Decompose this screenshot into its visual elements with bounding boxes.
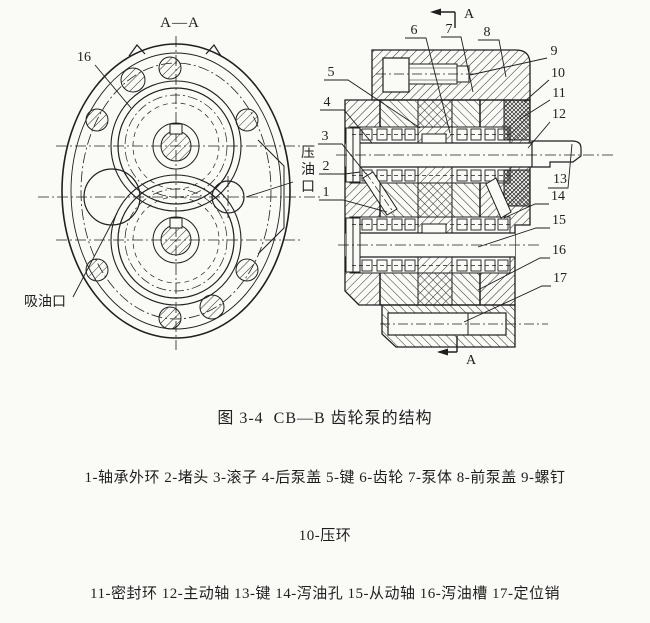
pressure-port-label: 压 油 口 [301, 146, 319, 195]
top-tab-left [128, 44, 146, 57]
part-label-10: 10 [551, 66, 565, 81]
shaft-centerlines [336, 154, 614, 246]
part-label-3: 3 [322, 129, 329, 144]
pressure-port-char: 压 [301, 146, 315, 161]
callout-16-left-view: 16 [77, 50, 91, 65]
pressure-port-hole [211, 180, 245, 214]
joint-lines [368, 99, 530, 306]
figure-title: 图 3-4 CB—B 齿轮泵的结构 [217, 410, 433, 427]
part-label-8: 8 [484, 25, 491, 40]
cover-edge-outline [70, 52, 282, 330]
part-label-15: 15 [552, 213, 566, 228]
gear-chamber-top [110, 80, 242, 212]
left-section-view: A—A 16 压 油 口 吸油口 [24, 15, 322, 350]
section-title: A—A [160, 15, 200, 31]
left-view-centerlines [38, 36, 322, 350]
drain-hole-right [485, 177, 512, 219]
pump-body-outline [61, 43, 291, 339]
gear-tooth-section [417, 99, 453, 306]
part-label-12: 12 [552, 107, 566, 122]
section-letter-top: A [464, 7, 475, 22]
section-marker-bottom: A [437, 336, 477, 368]
section-letter-bottom: A [466, 353, 477, 368]
parts-list-line-2: 10-压环 [298, 528, 352, 544]
part-label-1: 1 [323, 185, 330, 200]
gear-key-upper [421, 133, 447, 144]
left-view-leaders [72, 64, 294, 298]
parts-list-line-3: 11-密封环 12-主动轴 13-键 14-泻油孔 15-从动轴 16-泻油槽 … [90, 586, 560, 602]
part-label-9: 9 [551, 44, 558, 59]
drive-shaft [345, 140, 582, 168]
pressure-boss-edge [257, 139, 285, 255]
suction-port-label: 吸油口 [24, 294, 66, 310]
pressure-port-char: 油 [301, 162, 315, 178]
locating-pin [380, 312, 548, 336]
gear-top [117, 87, 235, 205]
part-label-16: 16 [552, 243, 566, 258]
callout-leaders [318, 36, 573, 323]
part-label-13: 13 [553, 172, 567, 187]
part-label-14: 14 [551, 189, 565, 204]
gear-key-lower [421, 223, 447, 234]
part-label-17: 17 [553, 271, 567, 286]
part-label-11: 11 [552, 86, 565, 101]
right-section-view: A A 5 [318, 7, 614, 368]
top-tab-right [205, 44, 222, 57]
part-label-5: 5 [328, 65, 335, 80]
parts-list-line-1: 1-轴承外环 2-堵头 3-滚子 4-后泵盖 5-键 6-齿轮 7-泵体 8-前… [84, 470, 566, 486]
bolt-holes [85, 56, 259, 330]
section-marker-top: A [430, 7, 475, 28]
part-label-4: 4 [324, 95, 331, 110]
press-ring-seal-upper [503, 99, 531, 141]
figure-caption: 图 3-4 CB—B 齿轮泵的结构 1-轴承外环 2-堵头 3-滚子 4-后泵盖… [0, 370, 650, 623]
gear-pump-figure: A—A 16 压 油 口 吸油口 [24, 7, 614, 368]
pressure-port-char: 口 [301, 180, 315, 195]
callout-numbers: 5 4 3 2 1 6 7 8 9 10 11 12 13 14 15 16 1… [322, 22, 568, 286]
seal-ring-lower [503, 169, 531, 207]
suction-port-hole [83, 168, 141, 226]
part-label-6: 6 [411, 23, 418, 38]
gear-chamber-bottom [110, 174, 242, 306]
part-label-2: 2 [323, 159, 330, 174]
gear-bottom [117, 181, 235, 299]
part-label-7: 7 [446, 22, 453, 37]
